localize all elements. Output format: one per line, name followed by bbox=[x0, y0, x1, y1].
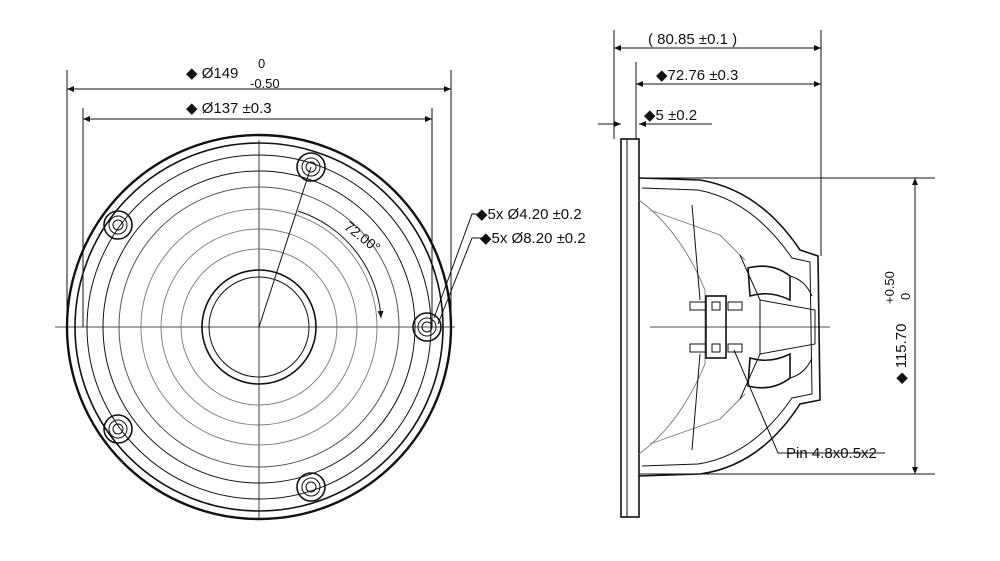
angle-ray bbox=[258, 166, 312, 328]
side-view: ( 80.85 ±0.1 ) ◆72.76 ±0.3 ◆5 ±0.2 ◆ 115… bbox=[598, 30, 935, 518]
terminal-tab bbox=[689, 301, 707, 311]
motor-upper bbox=[747, 265, 791, 302]
terminal-tab bbox=[727, 301, 743, 311]
magnet-height-tol-upper: +0.50 bbox=[882, 271, 897, 304]
mounting-hole bbox=[103, 210, 133, 240]
motor-center bbox=[759, 299, 816, 355]
spider-line bbox=[649, 393, 746, 445]
frame-inner-rim bbox=[86, 154, 432, 500]
frame-rim bbox=[74, 142, 444, 512]
motor-curve bbox=[789, 275, 813, 379]
inner-diameter-label: ◆ Ø137 ±0.3 bbox=[186, 100, 272, 117]
angle-arc bbox=[297, 210, 384, 319]
basket-spoke bbox=[691, 204, 701, 451]
mounting-hole bbox=[296, 152, 326, 182]
body-depth-label: ◆72.76 ±0.3 bbox=[656, 67, 738, 84]
magnet-height-tol-lower: 0 bbox=[898, 293, 913, 300]
outer-diameter-tol-upper: 0 bbox=[258, 56, 265, 71]
terminal-tab bbox=[727, 343, 743, 353]
terminal-tab bbox=[689, 343, 707, 353]
dust-cap-inner bbox=[208, 276, 310, 378]
front-view: 72.00° ◆ Ø149 0 -0.50 ◆ Ø137 ±0.3 ◆5x Ø4… bbox=[55, 56, 586, 521]
overall-depth-label: ( 80.85 ±0.1 ) bbox=[648, 31, 737, 48]
leader-line bbox=[437, 237, 486, 325]
mounting-hole bbox=[103, 414, 133, 444]
dust-cap-outer bbox=[201, 269, 317, 385]
spider-line bbox=[649, 209, 746, 261]
leader-line bbox=[433, 213, 486, 319]
basket-outline bbox=[638, 177, 821, 477]
mounting-hole bbox=[296, 472, 326, 502]
hole-large-callout: ◆5x Ø8.20 ±0.2 bbox=[480, 230, 586, 247]
surround-inner bbox=[118, 186, 400, 468]
hole-small-callout: ◆5x Ø4.20 ±0.2 bbox=[476, 206, 582, 223]
magnet-height-label: ◆ 115.70 bbox=[893, 324, 910, 384]
mounting-hole bbox=[412, 312, 442, 342]
motor-lower bbox=[747, 352, 791, 389]
outer-diameter-label: ◆ Ø149 bbox=[186, 65, 238, 82]
flange bbox=[620, 138, 640, 518]
pin-leader-line bbox=[733, 349, 885, 454]
flange-thickness-label: ◆5 ±0.2 bbox=[644, 107, 697, 124]
pin-label: Pin 4.8x0.5x2 bbox=[786, 445, 877, 462]
cone-ring bbox=[140, 208, 378, 446]
surround-outer bbox=[102, 170, 416, 484]
outer-diameter-tol-lower: -0.50 bbox=[250, 76, 280, 91]
terminal-pin bbox=[711, 343, 721, 353]
basket-inner bbox=[641, 187, 813, 467]
basket-spoke bbox=[739, 254, 761, 400]
cone-ring-3 bbox=[180, 248, 338, 406]
terminal-pin bbox=[711, 301, 721, 311]
cone-ring-2 bbox=[160, 228, 358, 426]
